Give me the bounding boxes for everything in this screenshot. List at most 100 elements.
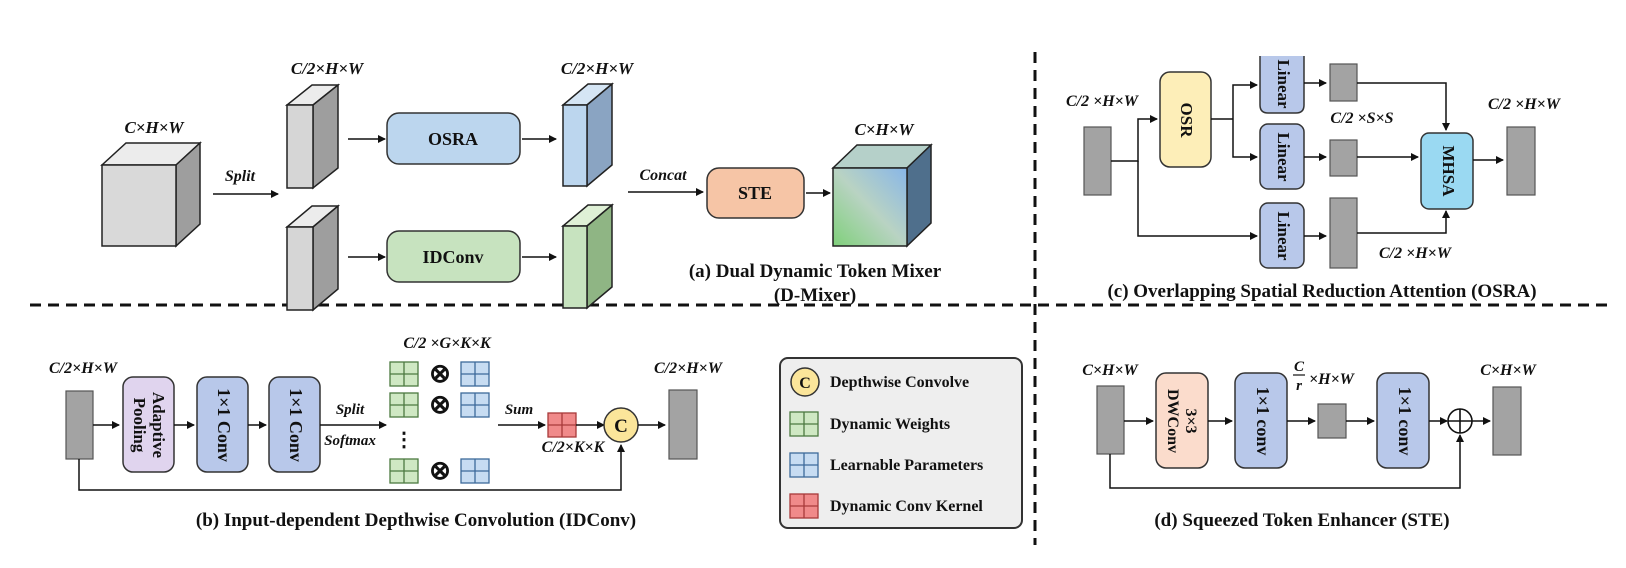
osra-block (386, 112, 521, 165)
legend-weights-swatch (789, 411, 819, 437)
linear-k-label: Linear (1274, 59, 1293, 109)
kv-dim-label: C/2 ×S×S (1330, 110, 1393, 127)
vertical-ellipsis: ⋮ (394, 429, 414, 451)
idconv-out-dim: C/2×H×W (654, 360, 724, 377)
output-dim-label: C×H×W (854, 120, 915, 139)
ste-output-block (1492, 386, 1522, 456)
multiply-symbol: ⊗ (429, 456, 451, 485)
dynamic-conv-kernel-grid (547, 412, 577, 438)
legend: C Depthwise Convolve Dynamic Weights Lea… (779, 357, 1023, 529)
panel-a-dmixer: C×H×W Split C/2×H×W OSRA IDConv (100, 59, 942, 312)
bottom-split-slab (284, 204, 341, 312)
idconv-input-block (65, 390, 94, 460)
q-dim-label: C/2 ×H×W (1379, 245, 1453, 262)
legend-label-params: Learnable Parameters (830, 457, 983, 474)
legend-label-kernel: Dynamic Conv Kernel (830, 498, 983, 515)
dwconv-block (1155, 372, 1209, 469)
idconv-block-label: IDConv (422, 247, 483, 267)
dynamic-weight-grid (389, 361, 419, 387)
input-tensor-cube (100, 141, 202, 248)
adaptive-pooling-label: AdaptivePooling (130, 392, 168, 459)
half-dim-label-top: C/2×H×W (291, 59, 365, 78)
panel-d-caption: (d) Squeezed Token Enhancer (STE) (1154, 510, 1449, 531)
convolve-symbol: C (614, 416, 628, 437)
concat-label: Concat (639, 167, 687, 184)
osr-label: OSR (1177, 103, 1196, 139)
input-dim-label: C×H×W (124, 118, 185, 137)
panel-a-caption-line1: (a) Dual Dynamic Token Mixer (689, 261, 942, 282)
legend-convolve-swatch (790, 367, 820, 397)
conv1-label: 1×1 Conv (214, 388, 234, 462)
sum-label: Sum (505, 402, 533, 418)
output-tensor-cube (831, 143, 933, 248)
kernel-dim-label: C/2×K×K (542, 439, 606, 456)
softmax-label: Softmax (324, 433, 376, 449)
panel-b-caption: (b) Input-dependent Depthwise Convolutio… (196, 510, 636, 531)
mid-dim-numerator: C (1294, 359, 1305, 375)
ste-conv1-label: 1×1 conv (1253, 387, 1273, 456)
dynamic-weight-grid (389, 458, 419, 484)
half-dim-label-out: C/2×H×W (561, 59, 635, 78)
idconv-in-dim: C/2×H×W (49, 360, 119, 377)
learnable-param-grid (460, 458, 490, 484)
arrow-key-to-mhsa (1357, 82, 1450, 131)
panel-c-osra: C/2 ×H×W OSR Linear Linear Linear C/2 ×S… (1066, 56, 1562, 302)
multiply-symbol: ⊗ (429, 359, 451, 388)
linear-q-label: Linear (1274, 211, 1293, 261)
ste-out-dim: C×H×W (1480, 362, 1537, 379)
value-block (1329, 139, 1358, 177)
osra-block-label: OSRA (428, 129, 478, 149)
split-label: Split (225, 168, 256, 185)
osra-output-block (1506, 126, 1536, 196)
mhsa-block (1420, 132, 1474, 210)
linear-v-label: Linear (1274, 132, 1293, 182)
ste-input-block (1096, 385, 1125, 455)
panel-a-caption-line2: (D-Mixer) (774, 285, 856, 306)
panel-d-ste: C×H×W 3×3DWConv 1×1 conv C r ×H×W 1×1 co… (1082, 359, 1537, 531)
legend-label-convolve: Depthwise Convolve (830, 374, 969, 391)
osra-output-slab (560, 82, 615, 188)
arrow-in-to-osr (1111, 115, 1158, 162)
multiply-symbol: ⊗ (429, 390, 451, 419)
dynamic-weight-grid (389, 392, 419, 418)
mid-dim-denominator: r (1296, 378, 1302, 394)
arrow-query-to-mhsa (1357, 210, 1450, 234)
osra-input-block (1083, 126, 1112, 196)
residual-skip (1109, 434, 1464, 489)
ste-conv2-label: 1×1 conv (1395, 387, 1415, 456)
key-block (1329, 63, 1358, 102)
linear-k-block (1259, 56, 1305, 114)
idconv-output-slab (560, 203, 615, 310)
idconv-block (386, 230, 521, 283)
osra-out-dim: C/2 ×H×W (1488, 96, 1562, 113)
ste-block-label: STE (738, 183, 772, 203)
legend-label-weights: Dynamic Weights (830, 416, 950, 433)
weights-dim-label: C/2 ×G×K×K (403, 335, 492, 352)
split-label-b: Split (336, 402, 365, 418)
legend-convolve-symbol: C (799, 375, 811, 392)
arrow-to-linear-v (1232, 119, 1258, 161)
mhsa-label: MHSA (1439, 146, 1458, 198)
arrow-in-to-linear-q (1137, 161, 1258, 240)
arrow-to-linear-k (1232, 81, 1258, 119)
learnable-param-grid (460, 361, 490, 387)
add-node (1447, 408, 1473, 434)
idconv-output-block (668, 389, 698, 460)
top-split-slab (284, 83, 341, 190)
ste-block (706, 167, 805, 219)
conv2-label: 1×1 Conv (286, 388, 306, 462)
mid-dim-rest: ×H×W (1309, 371, 1356, 388)
legend-box (779, 357, 1023, 529)
squeezed-block (1317, 403, 1347, 439)
osra-in-dim: C/2 ×H×W (1066, 93, 1140, 110)
panel-c-caption: (c) Overlapping Spatial Reduction Attent… (1107, 281, 1536, 302)
skip-input-to-convolve (78, 444, 625, 491)
legend-params-swatch (789, 452, 819, 478)
dwconv-label: 3×3DWConv (1164, 389, 1199, 453)
legend-kernel-swatch (789, 493, 819, 519)
learnable-param-grid (460, 392, 490, 418)
panel-b-idconv: C/2×H×W AdaptivePooling 1×1 Conv 1×1 Con… (49, 335, 724, 531)
query-block (1329, 197, 1358, 269)
ste-in-dim: C×H×W (1082, 362, 1139, 379)
